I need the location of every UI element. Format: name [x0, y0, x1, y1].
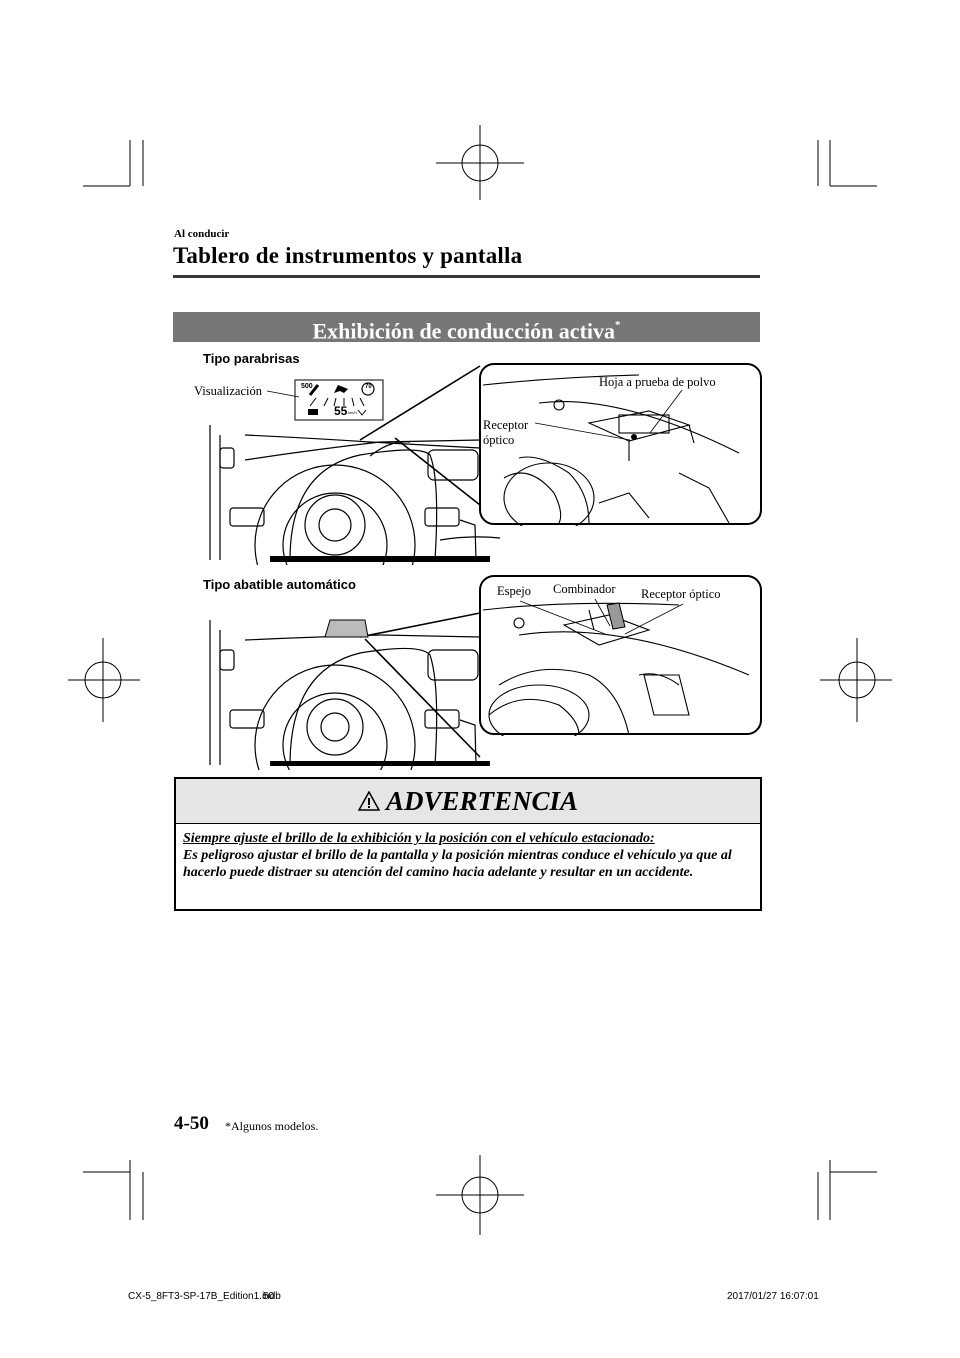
- callout-receiver: Receptor óptico: [641, 587, 721, 601]
- inset1-leaders: [534, 389, 683, 441]
- callout-combiner: Combinador: [553, 582, 616, 596]
- callout-receiver-line1: Receptor: [483, 418, 529, 432]
- page-number: 4-50: [174, 1113, 209, 1134]
- hud-speed: 55: [334, 404, 348, 418]
- warning-body: Siempre ajuste el brillo de la exhibició…: [183, 830, 754, 881]
- inset2-leaders: [519, 598, 684, 635]
- callout-display: Visualización: [194, 384, 262, 398]
- leader-line: [267, 390, 300, 398]
- section-heading: Exhibición de conducción activa*: [173, 312, 760, 344]
- inset2-detail: [479, 575, 762, 736]
- footer-file-page: 50: [263, 1291, 275, 1302]
- section-marker: *: [615, 319, 621, 331]
- chapter-label: Al conducir: [174, 228, 230, 240]
- figure1-illustration: [209, 365, 501, 565]
- section-title: Exhibición de conducción activa: [312, 318, 616, 344]
- hud-limit: 70: [365, 384, 372, 390]
- footer-file: CX-5_8FT3-SP-17B_Edition1.indb: [128, 1291, 281, 1302]
- warning-header: ADVERTENCIA: [176, 779, 760, 824]
- figure2-illustration: [209, 612, 490, 770]
- warning-lead: Siempre ajuste el brillo de la exhibició…: [183, 831, 655, 846]
- hud-display-illustration: [294, 379, 384, 421]
- figure1-label: Tipo parabrisas: [203, 351, 300, 366]
- warning-text: Es peligroso ajustar el brillo de la pan…: [183, 848, 732, 880]
- inset1-detail: [479, 363, 762, 526]
- warning-triangle-icon: [357, 791, 380, 811]
- callout-mirror: Espejo: [497, 584, 532, 598]
- figure2-label: Tipo abatible automático: [203, 577, 356, 592]
- callout-dust-sheet: Hoja a prueba de polvo: [599, 375, 716, 389]
- hud-distance: 500: [301, 383, 313, 390]
- warning-title: ADVERTENCIA: [385, 785, 579, 816]
- page-title: Tablero de instrumentos y pantalla: [173, 243, 523, 268]
- footer-timestamp: 2017/01/27 16:07:01: [727, 1291, 819, 1302]
- title-divider: [173, 275, 760, 278]
- hud-unit: km/h: [348, 410, 357, 415]
- warning-box: ADVERTENCIA Siempre ajuste el brillo de …: [174, 777, 762, 911]
- page-note: *Algunos modelos.: [225, 1119, 319, 1133]
- callout-receiver-line2: óptico: [483, 433, 515, 447]
